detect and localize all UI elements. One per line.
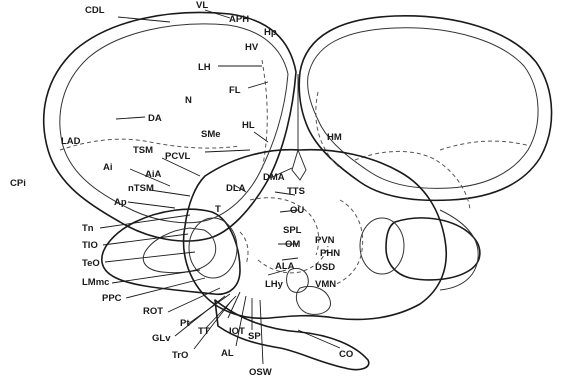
- label-VMN: VMN: [315, 279, 336, 290]
- label-SMe: SMe: [201, 129, 221, 140]
- label-APH: APH: [229, 14, 249, 25]
- label-CPI: CPi: [10, 178, 26, 189]
- label-FL: FL: [229, 85, 241, 96]
- label-AiA: AiA: [145, 169, 162, 180]
- label-N: N: [185, 95, 192, 106]
- right-hemisphere-inner: [308, 28, 538, 189]
- label-DSD: DSD: [315, 262, 335, 273]
- region-labels: CDL VL APH Hp HV LH FL N DA LAD SMe HL H…: [10, 0, 353, 378]
- right-nucleus-round: [360, 218, 404, 274]
- label-HL: HL: [242, 120, 255, 131]
- label-HV: HV: [245, 42, 259, 53]
- left-vertical-boundary: [262, 60, 267, 170]
- label-HM: HM: [327, 132, 342, 143]
- label-LH: LH: [198, 62, 211, 73]
- label-TrO: TrO: [172, 350, 188, 361]
- label-PHN: PHN: [320, 248, 340, 259]
- label-TTS: TTS: [287, 186, 305, 197]
- label-DA: DA: [148, 113, 162, 124]
- label-Tn: Tn: [82, 223, 94, 234]
- label-Pt: Pt: [180, 318, 190, 329]
- internal-nucleus-small-2: [296, 287, 330, 315]
- right-lad-boundary: [440, 141, 530, 150]
- label-LMmc: LMmc: [82, 277, 109, 288]
- label-LAD: LAD: [61, 136, 81, 147]
- left-nucleus-round: [189, 218, 237, 278]
- label-ALA: ALA: [275, 261, 295, 272]
- label-DMA: DMA: [263, 172, 285, 183]
- right-inner-boundary: [336, 200, 363, 284]
- label-IOT: IOT: [229, 326, 245, 337]
- label-OM: OM: [285, 239, 300, 250]
- label-ROT: ROT: [143, 306, 163, 317]
- internal-boundary-3: [240, 232, 248, 264]
- label-CDL: CDL: [85, 5, 105, 16]
- label-VL: VL: [196, 0, 208, 11]
- label-SPL: SPL: [283, 225, 302, 236]
- label-TT: TT: [198, 326, 210, 337]
- label-TSM: TSM: [133, 145, 153, 156]
- label-OSW: OSW: [249, 367, 272, 378]
- label-T: T: [215, 204, 221, 215]
- label-TeO: TeO: [82, 258, 100, 269]
- label-GLv: GLv: [152, 333, 171, 344]
- label-Ap: Ap: [114, 197, 127, 208]
- label-nTSM: nTSM: [128, 183, 154, 194]
- label-AL: AL: [221, 348, 234, 359]
- label-DLA: DLA: [226, 183, 246, 194]
- label-TIO: TIO: [82, 240, 98, 251]
- label-Hp: Hp: [264, 27, 277, 38]
- label-OU: OU: [290, 205, 304, 216]
- label-SP: SP: [248, 331, 261, 342]
- label-CO: CO: [339, 349, 353, 360]
- label-PCVL: PCVL: [165, 151, 191, 162]
- label-LHy: LHy: [265, 279, 284, 290]
- right-hemisphere-outline: [299, 16, 551, 201]
- label-PVN: PVN: [315, 235, 335, 246]
- label-Ai: Ai: [103, 162, 113, 173]
- label-PPC: PPC: [102, 293, 122, 304]
